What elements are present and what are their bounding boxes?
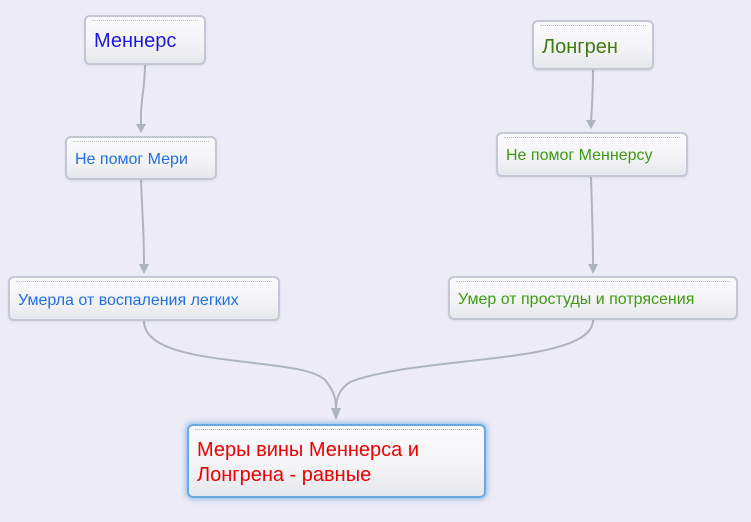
edge-longren-consequence-to-conclusion: [335, 319, 594, 411]
node-longren[interactable]: Лонгрен: [532, 20, 654, 70]
node-longren-consequence[interactable]: Умер от простуды и потрясения: [448, 276, 738, 320]
edge-menners-action-to-consequence: [140, 179, 145, 267]
node-longren-action[interactable]: Не помог Меннерсу: [496, 132, 688, 177]
edge-menners-consequence-to-conclusion: [143, 320, 337, 411]
arrowhead-icon: [586, 120, 596, 129]
edge-longren-action-to-consequence: [590, 176, 594, 267]
node-label: Не помог Мери: [75, 151, 188, 168]
node-menners-consequence[interactable]: Умерла от воспаления легких: [8, 276, 280, 321]
arrowhead-icon: [139, 264, 149, 274]
node-label: Умерла от воспаления легких: [18, 292, 239, 309]
arrowhead-icon: [331, 408, 341, 420]
edge-menners-to-action: [139, 64, 146, 127]
node-label: Лонгрен: [542, 36, 618, 58]
node-label: Меры вины Меннерса и Лонгрена - равные: [197, 439, 420, 486]
node-menners[interactable]: Меннерс: [84, 15, 206, 65]
node-menners-action[interactable]: Не помог Мери: [65, 136, 217, 180]
arrowhead-icon: [588, 264, 598, 274]
node-label: Не помог Меннерсу: [506, 147, 653, 164]
edge-longren-to-action: [590, 69, 594, 123]
node-label: Меннерс: [94, 30, 177, 52]
node-conclusion[interactable]: Меры вины Меннерса и Лонгрена - равные: [187, 424, 486, 498]
node-label: Умер от простуды и потрясения: [458, 291, 695, 308]
arrowhead-icon: [136, 124, 146, 133]
